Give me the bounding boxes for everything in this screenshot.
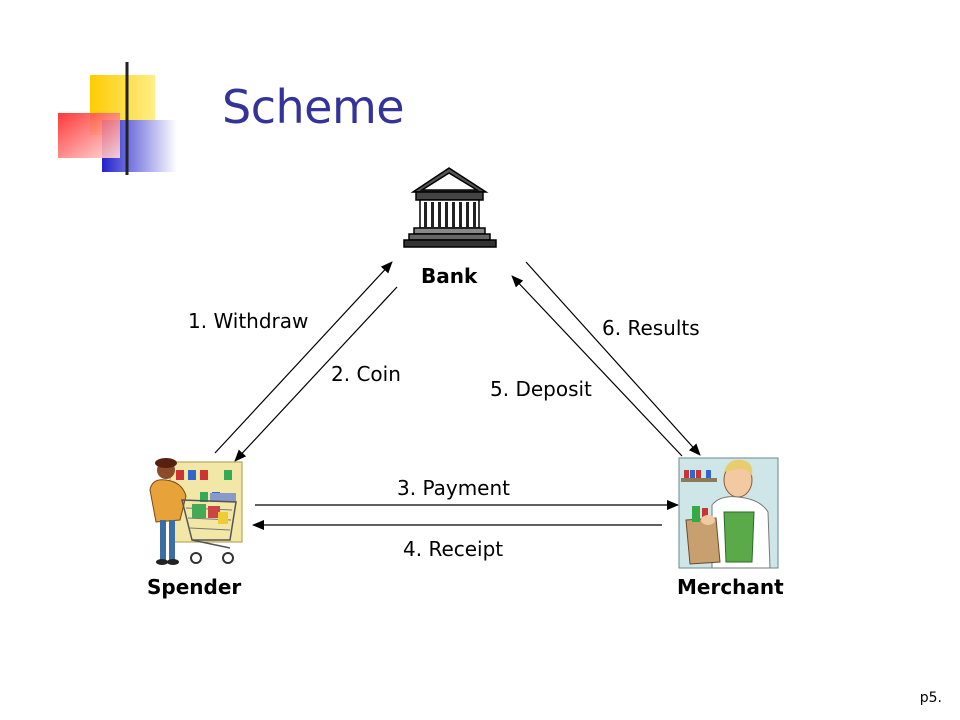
spender-label: Spender xyxy=(147,575,242,599)
arrow-results xyxy=(525,261,701,456)
edge-label-withdraw: 1. Withdraw xyxy=(188,309,309,333)
merchant-label: Merchant xyxy=(677,575,784,599)
edge-label-deposit: 5. Deposit xyxy=(490,377,592,401)
bank-label: Bank xyxy=(421,264,478,288)
deco-red-square xyxy=(58,113,120,158)
slide-title: Scheme xyxy=(222,80,405,134)
edge-label-results: 6. Results xyxy=(602,316,700,340)
arrow-coin xyxy=(234,286,398,462)
edge-label-receipt: 4. Receipt xyxy=(403,537,504,561)
edge-label-coin: 2. Coin xyxy=(331,362,401,386)
edge-label-payment: 3. Payment xyxy=(397,476,510,500)
page-number: p5. xyxy=(919,690,942,706)
arrow-deposit xyxy=(511,275,683,457)
arrow-withdraw xyxy=(214,261,393,454)
